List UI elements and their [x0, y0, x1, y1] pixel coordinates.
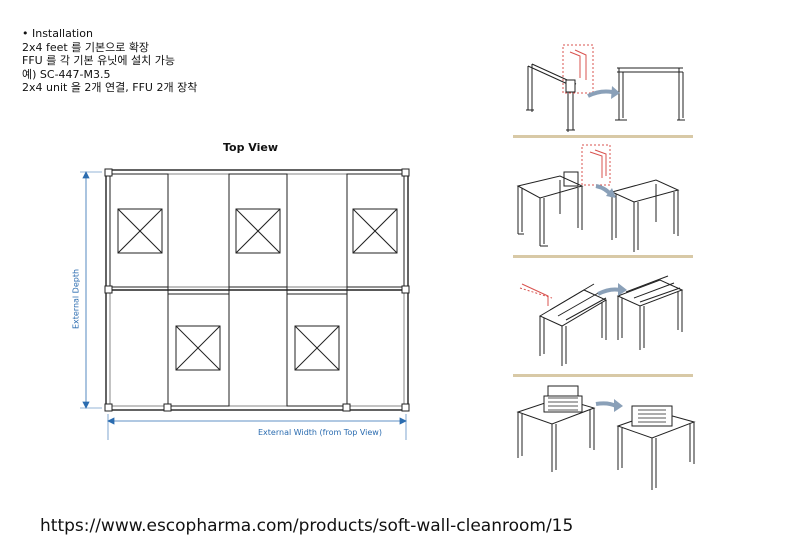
assembly-step-3: [519, 275, 684, 366]
ffu-unit: [235, 208, 281, 254]
notes-heading: • Installation: [22, 27, 93, 40]
step-separator: [513, 374, 693, 377]
assembly-step-1: [526, 44, 685, 132]
top-view-title: Top View: [223, 141, 279, 154]
arrow-icon: [606, 188, 616, 198]
arrow-icon: [611, 86, 620, 99]
source-url: https://www.escopharma.com/products/soft…: [40, 516, 574, 536]
step-separator: [513, 255, 693, 258]
assembly-step-2: [516, 144, 680, 252]
arrow-icon: [595, 401, 617, 408]
arrow-icon: [597, 287, 621, 296]
notes-line: 2x4 unit 을 2개 연결, FFU 2개 장착: [22, 81, 198, 95]
ffu-unit: [294, 325, 340, 371]
assembly-step-4: [516, 385, 696, 490]
arrow-icon: [587, 89, 613, 98]
external-width-label: External Width (from Top View): [258, 428, 382, 437]
ffu-unit: [175, 325, 221, 371]
installation-notes: • Installation 2x4 feet 를 기본으로 확장 FFU 를 …: [22, 27, 197, 95]
notes-line: 예) SC-447-M3.5: [22, 67, 111, 81]
notes-line: 2x4 feet 를 기본으로 확장: [22, 40, 150, 54]
external-depth-label: External Depth: [71, 268, 81, 330]
depth-dimension: [80, 171, 102, 409]
ffu-unit: [117, 208, 163, 254]
step-separator: [513, 135, 693, 138]
ffu-unit: [352, 208, 398, 254]
arrow-icon: [614, 399, 623, 412]
notes-line: FFU 를 각 기본 유닛에 설치 가능: [22, 54, 176, 68]
arrow-icon: [618, 283, 627, 296]
width-dimension: [107, 414, 407, 440]
